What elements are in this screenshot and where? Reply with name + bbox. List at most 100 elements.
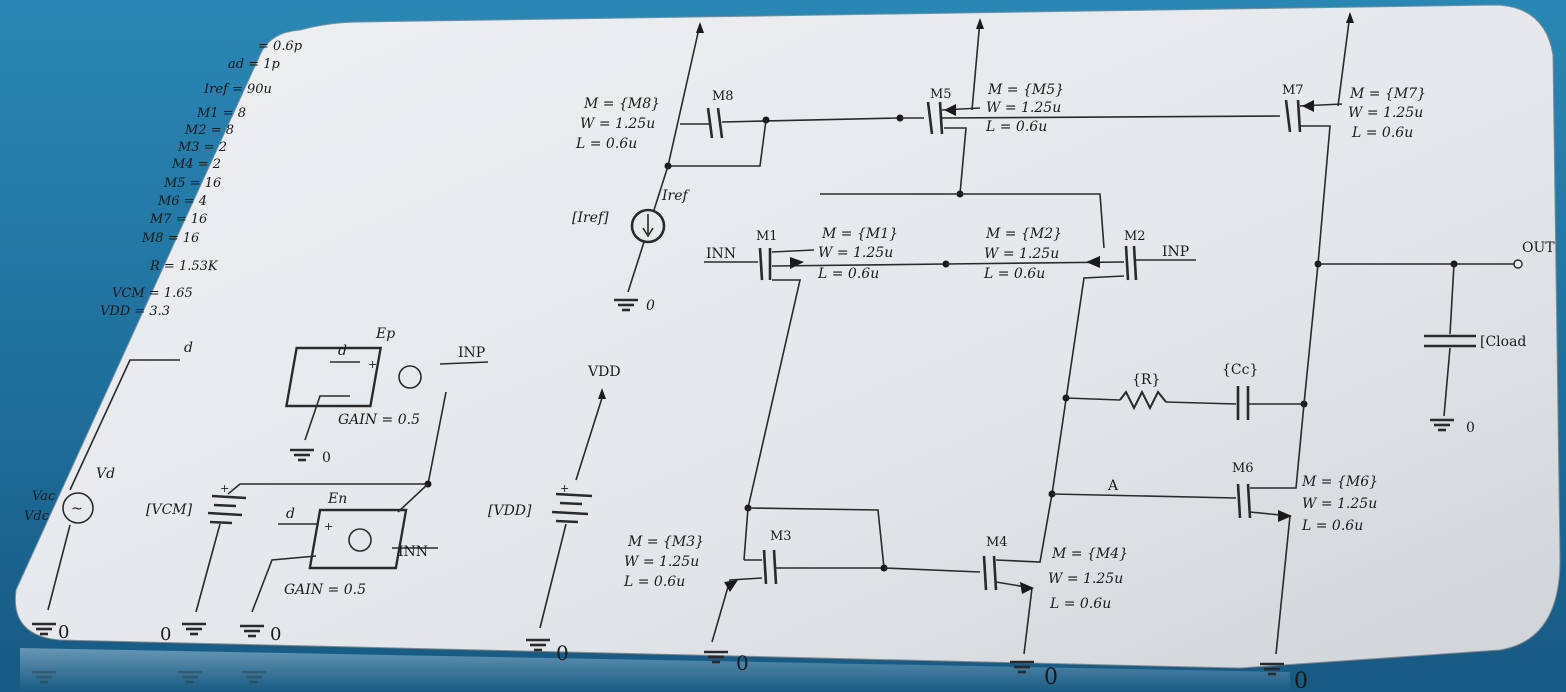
m6-w: W = 1.25u: [1302, 496, 1377, 512]
m7-m: M = {M7}: [1349, 86, 1426, 102]
output-node: OUT 0 [Cload: [1303, 240, 1555, 436]
m3-l: L = 0.6u: [623, 574, 685, 590]
m5-m: M = {M5}: [987, 82, 1064, 98]
m4-ground-label: 0: [1044, 665, 1058, 690]
vd-source-block: d Vd ~ Vac Vdc 0: [24, 340, 193, 643]
ep-ground-label: 0: [322, 450, 331, 466]
en-gain: GAIN = 0.5: [284, 582, 366, 598]
param-2: Iref = 90u: [203, 82, 272, 97]
m1-m: M = {M1}: [821, 226, 898, 242]
cload-ground-label: 0: [1466, 420, 1475, 436]
vdd-value: [VDD]: [488, 503, 532, 519]
ep-output-net: INP: [458, 345, 485, 361]
m2-input-net: INP: [1162, 244, 1189, 260]
m6-l: L = 0.6u: [1301, 518, 1363, 534]
vd-name: Vd: [96, 466, 115, 482]
m5-l: L = 0.6u: [985, 119, 1047, 135]
m6-name: M6: [1232, 461, 1254, 476]
m4-m: M = {M4}: [1051, 546, 1128, 562]
param-4: M2 = 8: [184, 123, 234, 138]
m1-w: W = 1.25u: [818, 245, 893, 261]
m4-w: W = 1.25u: [1048, 571, 1123, 587]
param-7: M5 = 16: [163, 176, 221, 191]
m3-w: W = 1.25u: [624, 554, 699, 570]
param-0: = 0.6p: [258, 39, 303, 54]
transistor-m7: M7 M = {M7} W = 1.25u L = 0.6u: [941, 12, 1426, 265]
m8-w: W = 1.25u: [580, 116, 655, 132]
m3-name: M3: [770, 529, 792, 544]
out-label: OUT: [1522, 240, 1555, 256]
vcvs-en: En d + INN GAIN = 0.5 0: [238, 483, 438, 645]
m3-ground-label: 0: [736, 651, 749, 675]
transistor-m6: A 0 M6 M = {M6} W = 1.25u L = 0.6u: [1048, 403, 1378, 692]
m4-name: M4: [986, 535, 1008, 550]
vd-node-label: d: [184, 340, 193, 356]
m2-m: M = {M2}: [985, 226, 1062, 242]
vdd-source: VDD + [VDD] 0: [488, 364, 621, 665]
param-11: R = 1.53K: [149, 259, 219, 274]
out-terminal: [1513, 259, 1523, 269]
vdc-label: Vdc: [24, 509, 50, 524]
m1-name: M1: [756, 229, 778, 244]
vcvs-ep: Ep d + INP GAIN = 0.5 0: [284, 326, 489, 485]
m5-w: W = 1.25u: [986, 100, 1061, 116]
m2-l: L = 0.6u: [983, 266, 1045, 282]
m8-m: M = {M8}: [583, 96, 660, 112]
param-6: M4 = 2: [171, 157, 221, 172]
transistor-m2: INP M2 M = {M2} W = 1.25u L = 0.6u: [945, 226, 1196, 495]
iref-name: Iref: [661, 188, 691, 204]
param-1: ad = 1p: [228, 57, 281, 72]
transistor-m4: 0 M4 M = {M4} W = 1.25u L = 0.6u: [883, 493, 1128, 690]
param-12: VCM = 1.65: [112, 286, 193, 301]
param-9: M7 = 16: [149, 212, 207, 227]
m7-w: W = 1.25u: [1348, 105, 1423, 121]
m4-l: L = 0.6u: [1049, 596, 1111, 612]
vdd-ground-label: 0: [556, 641, 569, 665]
iref-source: Iref [Iref] 0: [572, 165, 691, 314]
m2-name: M2: [1124, 229, 1146, 244]
param-13: VDD = 3.3: [100, 304, 170, 319]
panel-reflection: [20, 648, 1290, 692]
param-5: M3 = 2: [177, 140, 227, 155]
svg-text:+: +: [324, 520, 333, 533]
cload-label: [Cload: [1480, 334, 1526, 350]
parameter-list: = 0.6p ad = 1p Iref = 90u M1 = 8 M2 = 8 …: [100, 39, 303, 319]
transistor-m8: M8 M = {M8} W = 1.25u L = 0.6u: [575, 22, 901, 170]
vdd-node-label: VDD: [587, 364, 621, 380]
param-10: M8 = 16: [141, 231, 199, 246]
vac-label: Vac: [32, 489, 56, 504]
en-ground-label: 0: [270, 624, 281, 645]
m7-name: M7: [1282, 83, 1304, 98]
en-input-node: d: [286, 506, 295, 522]
vd-ground-label: 0: [58, 622, 69, 643]
m6-m: M = {M6}: [1301, 474, 1378, 490]
param-8: M6 = 4: [157, 194, 207, 209]
svg-text:+: +: [368, 358, 377, 371]
m8-l: L = 0.6u: [575, 136, 637, 152]
vcm-value: [VCM]: [146, 502, 193, 518]
iref-value: [Iref]: [572, 210, 609, 226]
svg-text:+: +: [560, 482, 569, 495]
m3-m: M = {M3}: [627, 534, 704, 550]
net-a-label: A: [1107, 478, 1119, 494]
en-output-net: INN: [398, 544, 428, 560]
transistor-m1: INN M1 M = {M1} W = 1.25u L = 0.6u: [704, 226, 950, 509]
ep-gain: GAIN = 0.5: [338, 412, 420, 428]
transistor-m5: M5 M = {M5} W = 1.25u L = 0.6u: [896, 18, 1064, 198]
m5-name: M5: [930, 87, 952, 102]
m8-name: M8: [712, 89, 734, 104]
vcm-ground-label: 0: [160, 624, 171, 645]
vd-source-icon: [62, 492, 94, 524]
m6-ground-label: 0: [1294, 669, 1308, 692]
tail-net: [820, 193, 1105, 249]
cc-label: {Cc}: [1222, 362, 1258, 378]
svg-text:+: +: [220, 482, 229, 495]
ep-input-node: d: [338, 343, 347, 359]
svg-text:~: ~: [71, 501, 83, 517]
m1-input-net: INN: [706, 246, 736, 262]
param-3: M1 = 8: [196, 106, 246, 121]
iref-ground-label: 0: [646, 298, 655, 314]
ep-name: Ep: [375, 326, 395, 342]
